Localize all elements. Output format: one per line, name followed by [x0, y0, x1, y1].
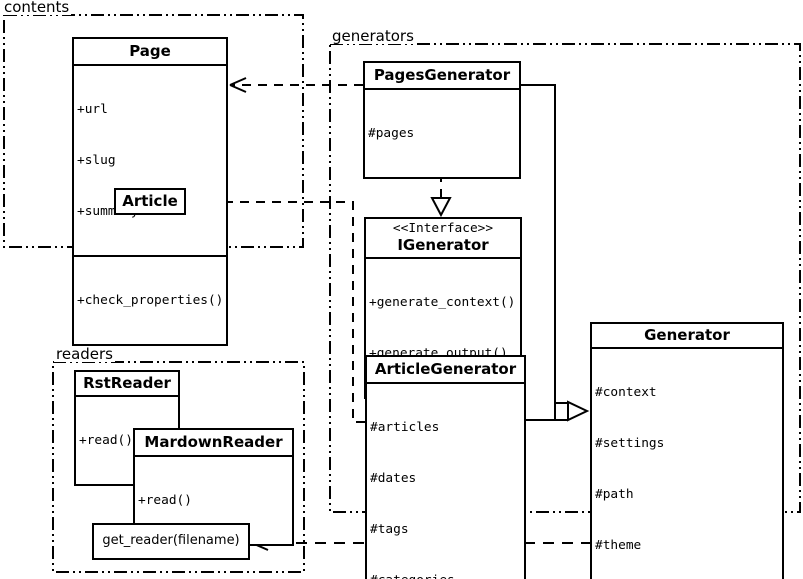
class-articlegenerator-attributes: #articles #dates #tags #categories: [367, 382, 524, 579]
class-generator-name: Generator: [644, 326, 730, 344]
attribute: #context: [595, 385, 657, 400]
class-page-name: Page: [129, 42, 171, 60]
class-mardownreader-name: MardownReader: [144, 433, 283, 451]
attribute: +slug: [77, 153, 116, 168]
class-mardownreader-methods: +read(): [135, 455, 292, 544]
class-article: Article: [114, 188, 186, 215]
hollow-triangle-icon: [567, 400, 590, 422]
attribute: #articles: [370, 420, 440, 435]
class-rstreader-methods: +read(): [76, 395, 178, 484]
class-generator: Generator #context #settings #path #them…: [590, 322, 784, 579]
class-pagesgenerator-name: PagesGenerator: [373, 66, 511, 84]
attribute: #path: [595, 487, 634, 502]
class-articlegenerator-name: ArticleGenerator: [374, 360, 517, 378]
class-generator-attributes: #context #settings #path #theme #output_…: [592, 347, 782, 579]
package-label-readers: readers: [54, 345, 115, 363]
package-label-contents: contents: [2, 0, 72, 16]
class-pagesgenerator-attributes: #pages: [365, 88, 519, 177]
package-readers-border: [52, 361, 305, 573]
package-generators-border: [329, 43, 801, 513]
attribute: #dates: [370, 471, 417, 486]
hollow-triangle-icon: [430, 197, 452, 218]
method: +read(): [79, 433, 133, 448]
class-pagesgenerator: PagesGenerator #pages: [363, 61, 521, 179]
class-rstreader-name: RstReader: [83, 374, 171, 392]
function-box-get-reader: get_reader(filename): [92, 523, 250, 560]
class-igenerator-title: <<Interface>> IGenerator: [366, 219, 520, 257]
attribute: +url: [77, 102, 108, 117]
function-box-label: get_reader(filename): [102, 533, 240, 548]
attribute: #theme: [595, 538, 642, 553]
class-page-methods: +check_properties(): [74, 255, 226, 344]
attribute: #categories: [370, 572, 521, 579]
method: +generate_context(): [369, 295, 516, 310]
class-igenerator-stereotype: <<Interface>>: [392, 221, 494, 236]
attribute: #settings: [595, 436, 665, 451]
package-contents-border: [3, 14, 304, 248]
class-articlegenerator: ArticleGenerator #articles #dates #tags …: [365, 355, 526, 579]
class-page-attributes: +url +slug +summary: [74, 64, 226, 255]
attribute: #pages: [368, 126, 415, 141]
method: +check_properties(): [77, 293, 224, 308]
package-label-generators: generators: [330, 27, 416, 45]
open-arrowhead-icon: [229, 77, 247, 93]
attribute: #tags: [370, 522, 409, 537]
class-igenerator-name: IGenerator: [397, 236, 489, 254]
dependency-articlegenerator-to-article: [190, 201, 365, 423]
generalization-generators-to-generator: [521, 84, 568, 421]
method: +read(): [138, 493, 192, 508]
class-article-name: Article: [122, 192, 178, 210]
